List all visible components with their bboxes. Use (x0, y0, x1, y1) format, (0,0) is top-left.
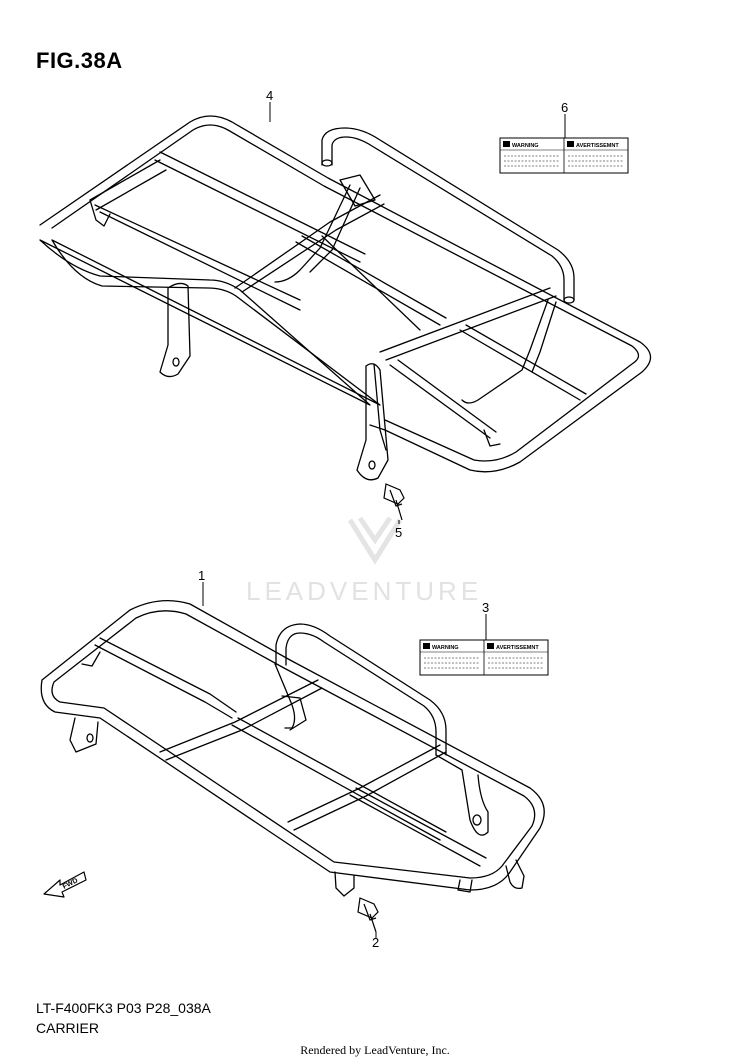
upper-carrier-drawing (39, 115, 652, 481)
fwd-arrow-text: FWD (62, 877, 79, 890)
watermark-logo (347, 516, 403, 565)
lower-carrier-drawing (40, 599, 545, 897)
callout-part-3: 3 (482, 600, 489, 615)
model-code: LT-F400FK3 P03 P28_038A (36, 1000, 211, 1016)
section-name: CARRIER (36, 1020, 100, 1036)
bolt-part-2-icon (357, 897, 379, 933)
callout-part-5: 5 (395, 525, 402, 540)
callout-part-4: 4 (266, 88, 273, 103)
callout-part-6: 6 (561, 100, 568, 115)
fwd-arrow-icon: FWD (43, 871, 87, 898)
render-credit: Rendered by LeadVenture, Inc. (300, 1043, 450, 1057)
label-3-warning-text: WARNING (432, 645, 459, 651)
watermark: LEADVENTURE (246, 516, 482, 606)
bolt-part-5-icon (383, 483, 405, 521)
label-3-avertissement-text: AVERTISSEMNT (496, 645, 539, 651)
callout-part-1: 1 (198, 568, 205, 583)
callout-leaders (202, 102, 566, 938)
warning-label-part-6: WARNING AVERTISSEMNT (499, 137, 629, 174)
callout-part-2: 2 (372, 935, 379, 950)
label-6-avertissement-text: AVERTISSEMNT (576, 143, 619, 149)
watermark-text: LEADVENTURE (246, 576, 482, 606)
warning-label-part-3: WARNING AVERTISSEMNT (419, 639, 549, 676)
fig-title: FIG.38A (36, 48, 123, 73)
label-6-warning-text: WARNING (512, 143, 539, 149)
